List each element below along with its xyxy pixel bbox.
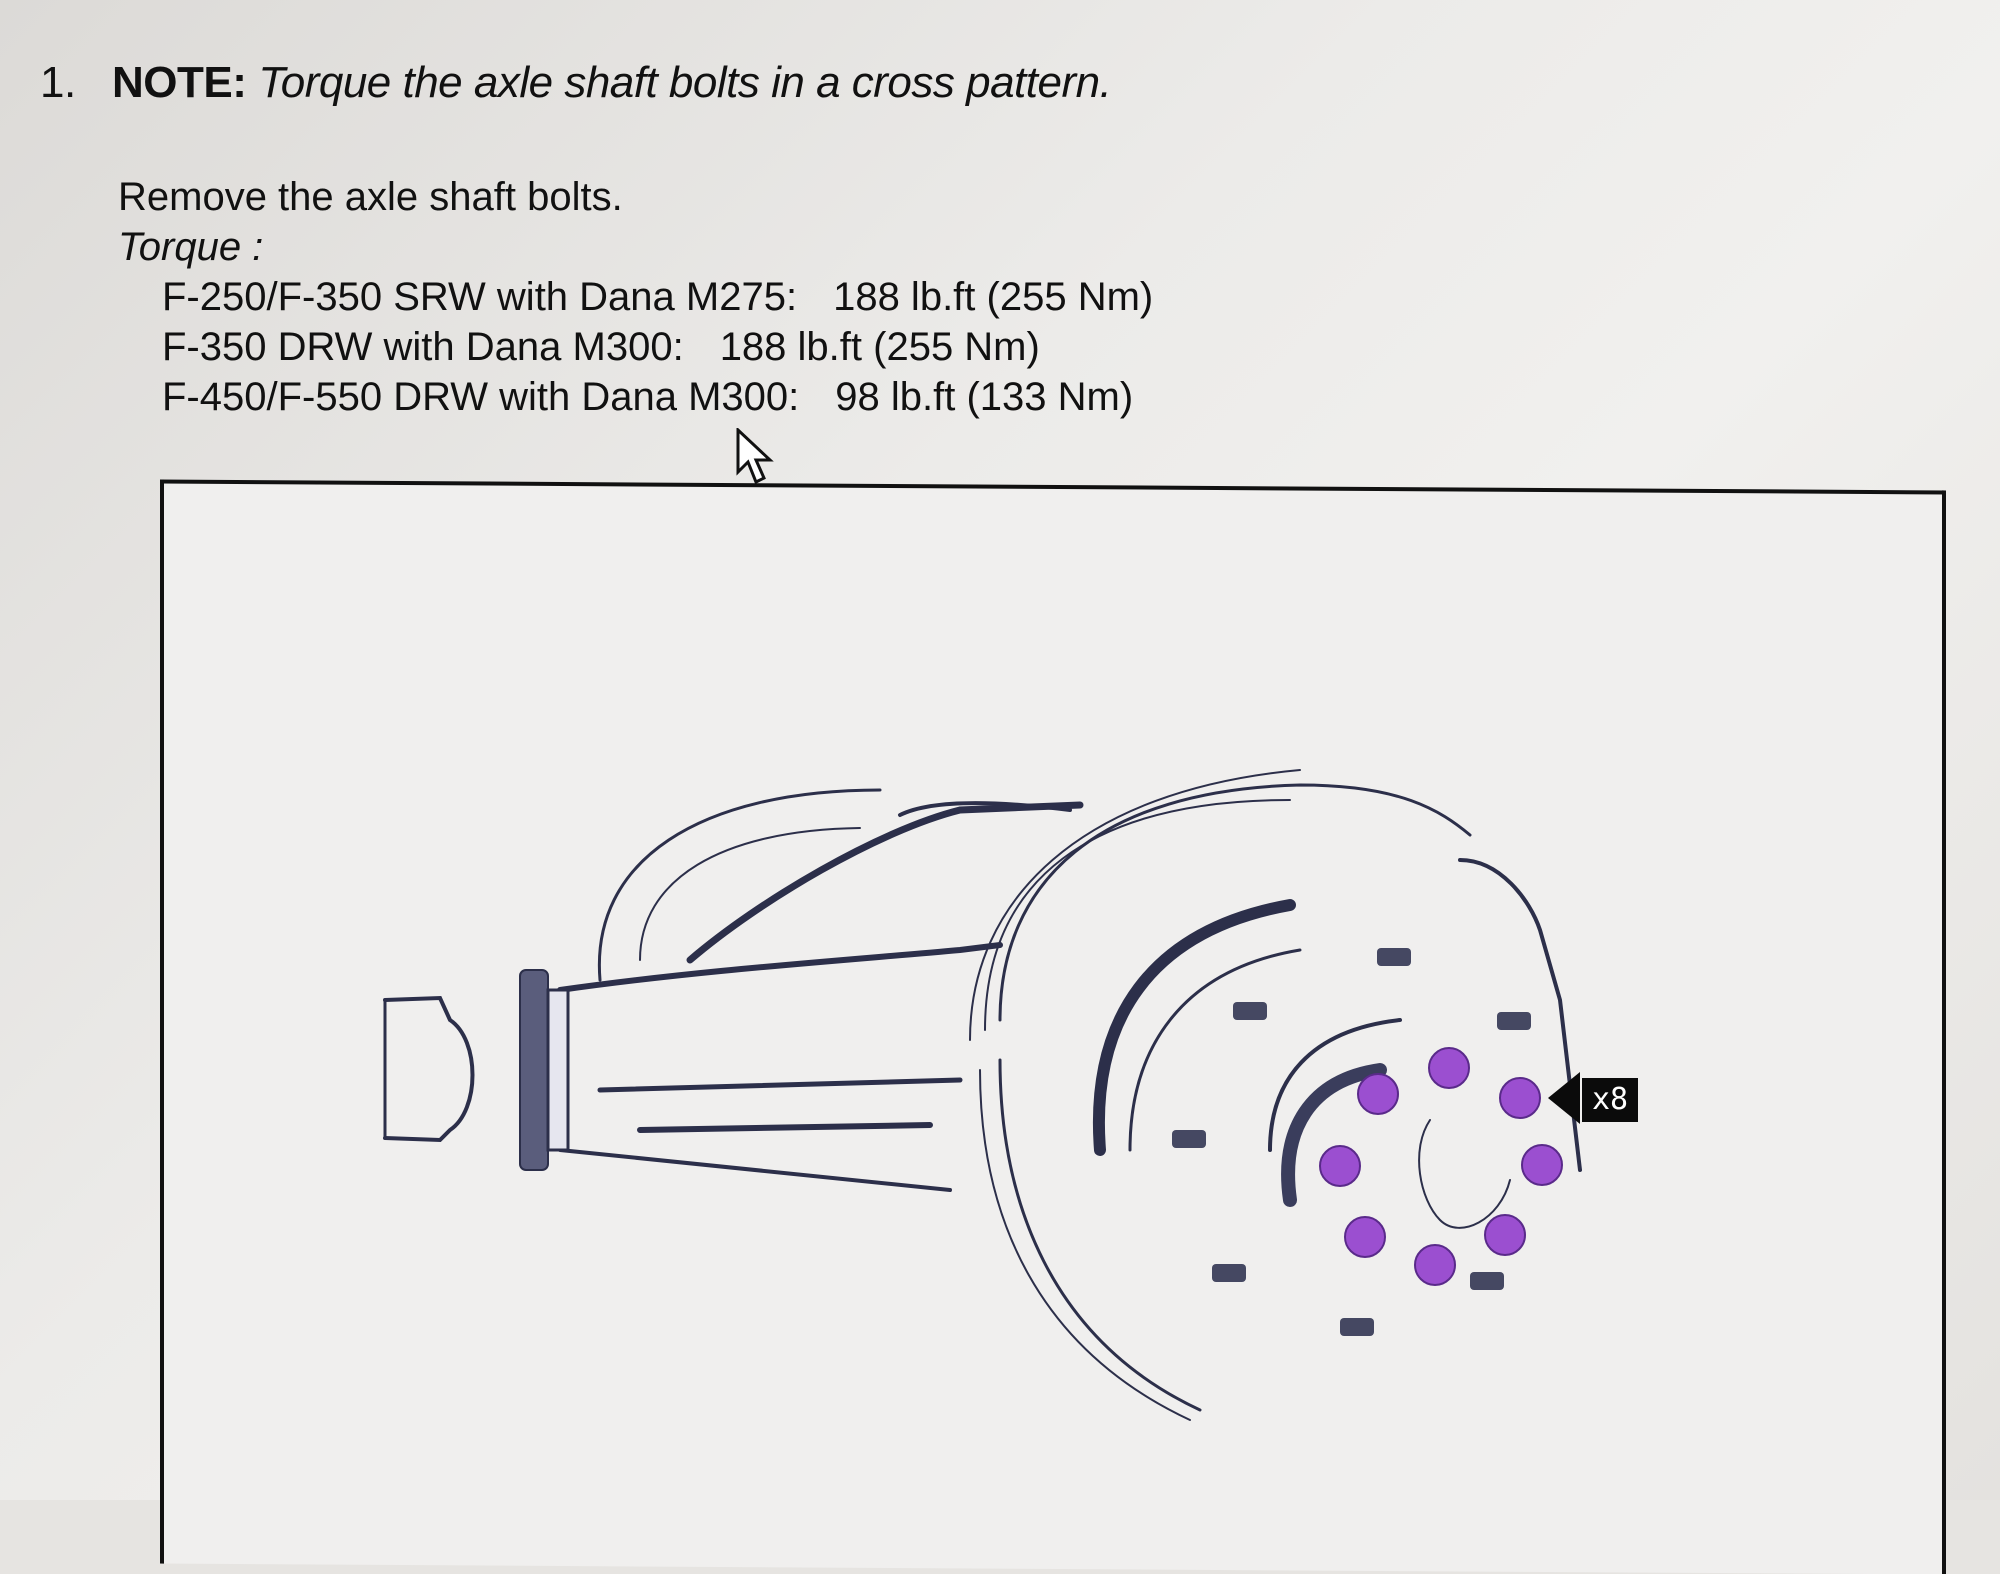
note-label: NOTE: <box>112 58 247 107</box>
instruction-text: Remove the axle shaft bolts. <box>118 175 623 219</box>
callout-arrow-icon <box>1548 1072 1580 1124</box>
spec-model: F-250/F-350 SRW with Dana M275: <box>162 275 798 319</box>
spec-value: 188 lb.ft (255 Nm) <box>719 325 1040 369</box>
spec-model: F-450/F-550 DRW with Dana M300: <box>162 375 800 419</box>
procedure-body: Remove the axle shaft bolts. Torque : F-… <box>118 172 1153 422</box>
axle-illustration <box>383 769 1582 1421</box>
step-note: 1. NOTE: Torque the axle shaft bolts in … <box>40 58 1112 108</box>
bolt-count-callout: x8 <box>1582 1078 1639 1122</box>
torque-spec-row: F-450/F-550 DRW with Dana M300: 98 lb.ft… <box>118 372 1153 422</box>
torque-label: Torque : <box>118 225 264 269</box>
spec-model: F-350 DRW with Dana M300: <box>162 325 684 369</box>
step-number: 1. <box>40 58 76 107</box>
spec-value: 98 lb.ft (133 Nm) <box>835 375 1134 419</box>
torque-spec-row: F-250/F-350 SRW with Dana M275: 188 lb.f… <box>118 272 1153 322</box>
note-text: Torque the axle shaft bolts in a cross p… <box>258 58 1112 107</box>
torque-spec-row: F-350 DRW with Dana M300: 188 lb.ft (255… <box>118 322 1153 372</box>
mouse-pointer-icon <box>736 428 774 485</box>
spec-value: 188 lb.ft (255 Nm) <box>833 275 1154 319</box>
